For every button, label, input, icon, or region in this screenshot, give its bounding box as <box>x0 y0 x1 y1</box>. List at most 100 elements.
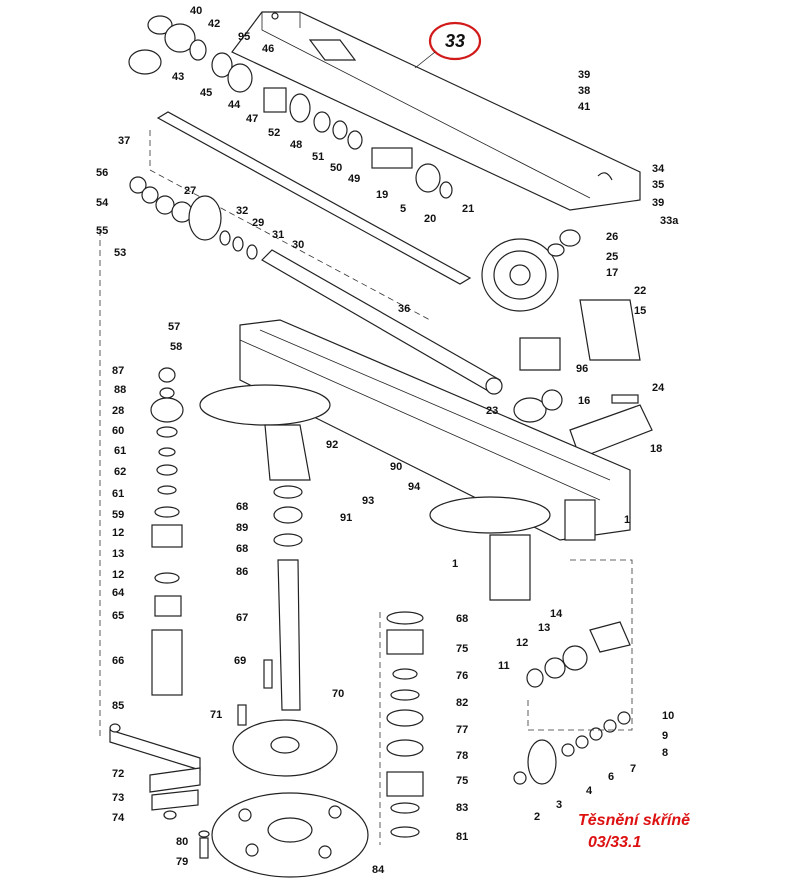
callout-number: 96 <box>576 363 588 375</box>
callout-number: 85 <box>112 700 124 712</box>
callout-number: 45 <box>200 87 212 99</box>
callout-number: 33a <box>660 215 679 227</box>
callout-number: 42 <box>208 18 220 30</box>
callout-number: 34 <box>652 163 665 175</box>
highlight-callout-label: 33 <box>445 31 465 51</box>
callout-number: 61 <box>112 488 124 500</box>
callout-number: 32 <box>236 205 248 217</box>
callout-number: 88 <box>114 384 126 396</box>
drive-tube-part <box>261 249 503 395</box>
callout-number: 82 <box>456 697 468 709</box>
callout-number: 24 <box>652 382 665 394</box>
callout-number: 21 <box>462 203 474 215</box>
callout-number: 69 <box>234 655 246 667</box>
callout-number: 31 <box>272 229 284 241</box>
callout-number: 83 <box>456 802 468 814</box>
callout-number: 12 <box>516 637 528 649</box>
callout-number: 94 <box>408 481 421 493</box>
callout-number: 44 <box>228 99 241 111</box>
left-parts-stack <box>150 367 184 696</box>
bracket-group <box>109 723 201 820</box>
callout-number: 28 <box>112 405 124 417</box>
main-frame-part <box>199 319 631 601</box>
callout-number: 79 <box>176 856 188 868</box>
caption-line-2: 03/33.1 <box>588 834 642 851</box>
callout-number: 4 <box>586 785 593 797</box>
cutting-disc-part <box>198 704 369 878</box>
callout-number: 13 <box>538 622 550 634</box>
callout-number: 1 <box>624 514 630 526</box>
callout-number: 61 <box>114 445 126 457</box>
callout-number: 16 <box>578 395 590 407</box>
callout-number: 92 <box>326 439 338 451</box>
callout-number: 68 <box>236 501 248 513</box>
callout-number: 95 <box>238 31 250 43</box>
callout-number: 39 <box>578 69 590 81</box>
callout-number: 66 <box>112 655 124 667</box>
callout-number: 93 <box>362 495 374 507</box>
callout-number: 73 <box>112 792 124 804</box>
callout-number: 58 <box>170 341 182 353</box>
callout-number: 48 <box>290 139 302 151</box>
callout-number: 77 <box>456 724 468 736</box>
callout-number: 55 <box>96 225 108 237</box>
callout-number: 60 <box>112 425 124 437</box>
callout-number: 86 <box>236 566 248 578</box>
callout-number: 57 <box>168 321 180 333</box>
callout-number: 3 <box>556 799 562 811</box>
top-bearing-row <box>128 15 453 199</box>
callout-number: 22 <box>634 285 646 297</box>
callout-number: 70 <box>332 688 344 700</box>
callout-number: 67 <box>236 612 248 624</box>
callout-labels: 4042954643454447524851504919520213739384… <box>96 5 679 876</box>
callout-number: 84 <box>372 864 385 876</box>
callout-number: 2 <box>534 811 540 823</box>
callout-number: 90 <box>390 461 402 473</box>
callout-number: 7 <box>630 763 636 775</box>
callout-number: 39 <box>652 197 664 209</box>
callout-number: 75 <box>456 643 468 655</box>
callout-number: 76 <box>456 670 468 682</box>
callout-number: 72 <box>112 768 124 780</box>
callout-number: 71 <box>210 709 222 721</box>
callout-number: 9 <box>662 730 668 742</box>
callout-number: 29 <box>252 217 264 229</box>
callout-number: 10 <box>662 710 674 722</box>
callout-number: 25 <box>606 251 618 263</box>
highlight-circle <box>428 21 482 61</box>
callout-number: 5 <box>400 203 406 215</box>
callout-number: 46 <box>262 43 274 55</box>
long-shaft-part <box>149 111 472 321</box>
left-gear-group <box>129 176 258 260</box>
callout-number: 15 <box>634 305 646 317</box>
callout-number: 75 <box>456 775 468 787</box>
callout-number: 65 <box>112 610 124 622</box>
callout-number: 40 <box>190 5 202 17</box>
callout-number: 37 <box>118 135 130 147</box>
bottom-right-gear-group <box>513 559 633 785</box>
callout-number: 35 <box>652 179 664 191</box>
callout-number: 6 <box>608 771 614 783</box>
central-shaft-group <box>232 485 338 777</box>
leader-line <box>414 51 436 69</box>
gearbox-cover-part <box>231 11 641 211</box>
callout-number: 81 <box>456 831 468 843</box>
callout-number: 68 <box>236 543 248 555</box>
callout-number: 43 <box>172 71 184 83</box>
callout-number: 53 <box>114 247 126 259</box>
callout-number: 68 <box>456 613 468 625</box>
callout-number: 78 <box>456 750 468 762</box>
callout-number: 27 <box>184 185 196 197</box>
callout-number: 36 <box>398 303 410 315</box>
callout-number: 38 <box>578 85 590 97</box>
callout-number: 12 <box>112 569 124 581</box>
callout-number: 47 <box>246 113 258 125</box>
callout-number: 51 <box>312 151 324 163</box>
callout-number: 59 <box>112 509 124 521</box>
callout-number: 54 <box>96 197 109 209</box>
caption-line-1: Těsnění skříně <box>578 812 691 829</box>
callout-number: 56 <box>96 167 108 179</box>
callout-number: 87 <box>112 365 124 377</box>
